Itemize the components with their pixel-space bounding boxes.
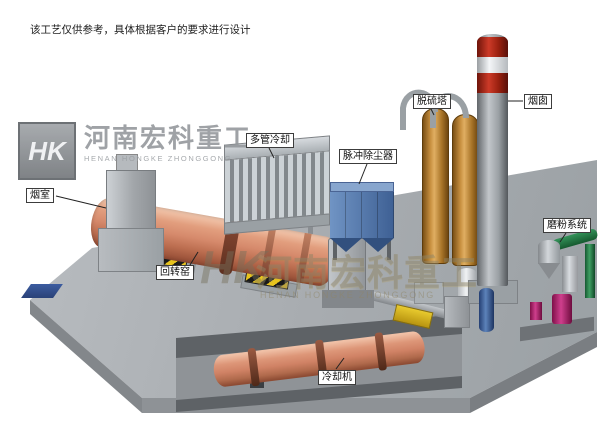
smoke-chamber-housing [98, 228, 164, 272]
label-rotary-kiln: 回转窑 [156, 265, 194, 280]
label-pulse-dust-collector: 脉冲除尘器 [339, 149, 397, 164]
label-chimney: 烟囱 [524, 94, 552, 109]
dust-hopper [362, 238, 394, 252]
label-smoke-chamber: 烟室 [26, 188, 54, 203]
pulse-dust-collector [330, 182, 394, 262]
machinery-box [444, 296, 470, 328]
dust-hopper [330, 238, 362, 252]
blue-tank [479, 288, 494, 332]
label-desulfurization-tower: 脱硫塔 [413, 94, 451, 109]
machinery-box [414, 282, 444, 304]
label-cooling-machine: 冷却机 [318, 370, 356, 385]
label-grinding-system: 磨粉系统 [543, 218, 591, 233]
collector-top [330, 182, 394, 192]
collector-body [330, 192, 394, 238]
mill-body [562, 256, 578, 292]
mill-cyclone [538, 240, 560, 264]
chimney [477, 34, 508, 286]
disclaimer-text: 该工艺仅供参考，具体根据客户的要求进行设计 [30, 24, 251, 36]
cooler-tube-bank [224, 151, 330, 223]
hongke-logo-icon: HK [18, 122, 76, 180]
mill-green-pipe [585, 244, 595, 298]
chimney-red-band [477, 73, 508, 93]
mill-magenta-unit [552, 294, 572, 324]
label-multi-tube-cooler: 多管冷却 [246, 133, 294, 148]
desulfurization-tower-2 [452, 114, 479, 266]
multi-tube-cooler [224, 135, 330, 236]
mill-cyclone-cone [538, 263, 560, 279]
mill-magenta-unit [530, 302, 542, 320]
chimney-white-band [477, 57, 508, 73]
desulfurization-tower-1 [422, 108, 449, 264]
chimney-red-band [477, 37, 508, 57]
kiln-hood-base [322, 290, 374, 308]
